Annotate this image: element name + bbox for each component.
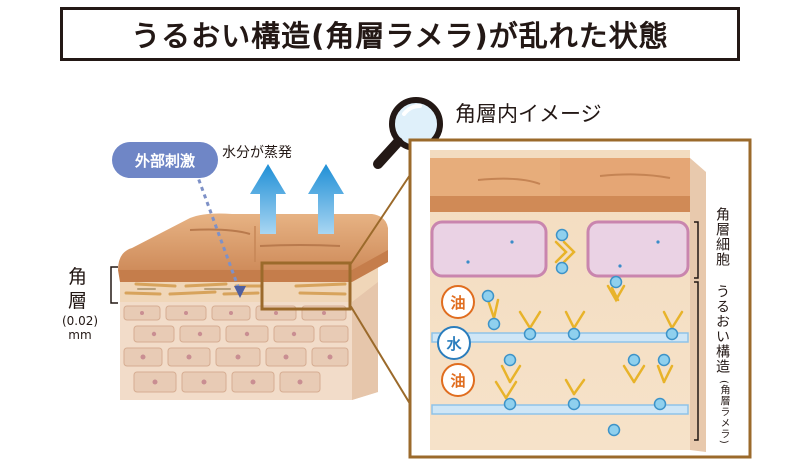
cells-label: 角層細胞 bbox=[714, 207, 730, 267]
evaporation-label: 水分が蒸発 bbox=[222, 145, 292, 161]
title-box: うるおい構造(角層ラメラ)が乱れた状態 bbox=[60, 7, 740, 61]
stratum-label-char2: 層 bbox=[68, 290, 88, 312]
evaporation-arrow-left bbox=[250, 164, 286, 234]
stratum-bracket bbox=[110, 266, 118, 304]
evaporation-arrows bbox=[250, 164, 344, 234]
zoom-highlight-box bbox=[260, 261, 352, 311]
water-layer-bottom bbox=[431, 404, 689, 415]
stimulus-arrow bbox=[194, 171, 246, 298]
corneocyte-left bbox=[430, 220, 548, 278]
evaporation-arrow-right bbox=[308, 164, 344, 234]
oil-badge-bottom: 油 bbox=[441, 363, 475, 397]
skin-block bbox=[118, 213, 388, 400]
water-layer-top bbox=[431, 332, 689, 343]
thickness-label: (0.02) mm bbox=[61, 314, 99, 342]
magnifier-icon bbox=[373, 97, 443, 169]
stratum-label-char1: 角 bbox=[68, 266, 88, 288]
zoom-title: 角層内イメージ bbox=[455, 102, 602, 126]
stimulus-bubble: 外部刺激 bbox=[112, 142, 218, 178]
lamella-note-label: (角層ラメラ) bbox=[718, 380, 729, 445]
thickness-value: 0.02 bbox=[66, 314, 94, 328]
oil-badge-top: 油 bbox=[441, 285, 475, 319]
page-title: うるおい構造(角層ラメラ)が乱れた状態 bbox=[131, 19, 669, 53]
zoom-panel bbox=[408, 138, 752, 459]
water-badge: 水 bbox=[437, 326, 471, 360]
moisture-structure-label: うるおい構造 bbox=[714, 284, 730, 374]
corneocyte-right bbox=[586, 220, 690, 278]
thickness-unit: mm bbox=[68, 328, 92, 342]
stimulus-label: 外部刺激 bbox=[134, 151, 195, 170]
